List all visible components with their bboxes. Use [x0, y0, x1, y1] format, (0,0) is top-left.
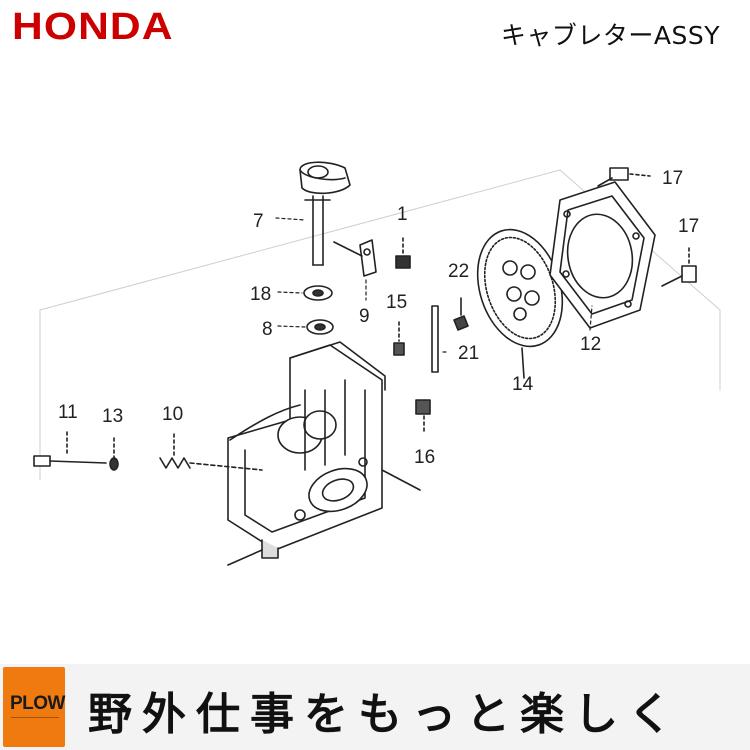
part-10-spring	[159, 433, 263, 471]
callout-12: 12	[580, 334, 601, 355]
plow-logo-text: PLOW	[10, 693, 66, 714]
carburetor-body	[227, 341, 421, 566]
callout-9: 9	[359, 306, 370, 327]
callout-17-top: 17	[662, 168, 683, 189]
callout-22: 22	[448, 261, 469, 282]
leader-lines	[275, 217, 593, 353]
page-footer: PLOW 野外仕事をもっと楽しく	[0, 664, 750, 750]
plow-logo: PLOW	[3, 667, 66, 747]
callout-14: 14	[512, 374, 534, 395]
part-7-choke-shaft	[299, 161, 351, 266]
part-21-pin	[431, 305, 439, 373]
plow-logo-rule	[11, 717, 59, 728]
callout-15: 15	[386, 292, 407, 313]
callout-1: 1	[397, 204, 408, 225]
part-16-bolt	[415, 399, 431, 433]
part-17-screw-top	[597, 167, 651, 187]
callout-17-right: 17	[678, 216, 699, 237]
part-8-nut	[306, 319, 334, 335]
footer-tagline: 野外仕事をもっと楽しく	[88, 689, 682, 740]
callout-11: 11	[58, 402, 78, 423]
callout-16: 16	[414, 447, 435, 468]
part-1-screw	[395, 237, 411, 269]
part-18-washer	[303, 285, 333, 301]
part-9-lever	[333, 239, 377, 277]
diagram-canvas: 7 1 18 8 9 15 22 21 14 12 17 17 16 11 13…	[33, 161, 721, 566]
callout-18: 18	[250, 284, 271, 305]
page-header: HONDA キャブレターASSY	[0, 0, 750, 60]
part-12-cover	[549, 181, 656, 329]
part-15-bolt	[393, 321, 405, 356]
part-13-washer	[109, 437, 119, 471]
brand-logo: HONDA	[12, 6, 174, 48]
exploded-parts-diagram: 7 1 18 8 9 15 22 21 14 12 17 17 16 11 13…	[0, 60, 750, 660]
callout-8: 8	[262, 319, 273, 340]
part-11-screw	[33, 431, 107, 467]
callout-7: 7	[253, 211, 264, 232]
callout-13: 13	[102, 406, 123, 427]
part-17-screw-right	[661, 247, 697, 287]
part-22-screw	[453, 297, 469, 331]
product-title: キャブレターASSY	[500, 21, 720, 50]
callout-10: 10	[162, 404, 183, 425]
part-14-diaphragm	[476, 228, 564, 379]
callout-21: 21	[458, 343, 479, 364]
